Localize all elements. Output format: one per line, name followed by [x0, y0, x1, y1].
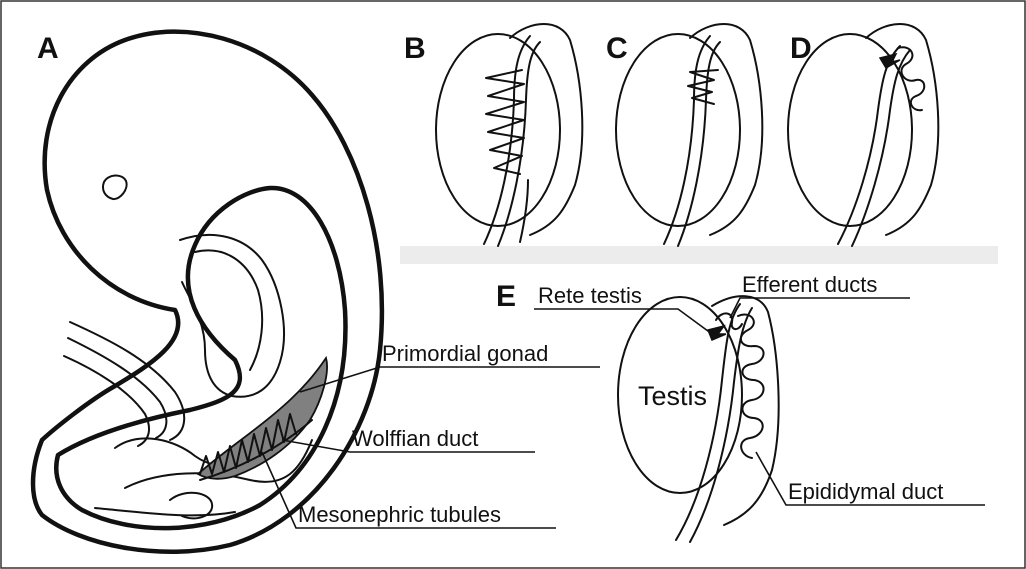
- leader-primordial-gonad: [300, 367, 600, 392]
- tubules-c: [688, 70, 718, 104]
- panel-label-b: B: [404, 32, 426, 65]
- leader-rete-testis: [534, 309, 712, 334]
- label-mesonephric-tubules: Mesonephric tubules: [298, 502, 501, 527]
- gonad-oval-b: [436, 34, 560, 226]
- embryo-panel-a: [33, 32, 382, 552]
- label-efferent-ducts: Efferent ducts: [742, 272, 877, 297]
- panel-label-c: C: [606, 32, 628, 65]
- duct-c-2: [678, 42, 720, 246]
- embryo-inner-outline: [56, 188, 345, 528]
- label-testis: Testis: [638, 381, 707, 411]
- panel-c-illustration: [616, 24, 762, 246]
- tail-outline: [95, 508, 235, 515]
- mesonephros-outline-c: [690, 24, 762, 235]
- otic-vesicle: [103, 175, 127, 199]
- gonad-oval-c: [616, 34, 740, 226]
- label-epididymal-duct: Epididymal duct: [788, 479, 943, 504]
- row-separator: [400, 246, 998, 264]
- mesonephros-outline-d: [866, 24, 938, 235]
- duct-d-2: [852, 50, 910, 246]
- tubules-b: [486, 70, 524, 174]
- panel-label-d: D: [790, 32, 812, 65]
- panel-label-a: A: [37, 32, 59, 65]
- panel-b-illustration: [436, 24, 582, 246]
- panel-e-illustration: [618, 296, 779, 542]
- panel-label-e: E: [496, 280, 516, 313]
- gut-fold-2: [68, 338, 166, 438]
- duct-d-1: [838, 46, 900, 244]
- leader-efferent-ducts: [730, 298, 910, 318]
- label-primordial-gonad: Primordial gonad: [382, 341, 548, 366]
- label-wolffian-duct: Wolffian duct: [352, 426, 478, 451]
- label-rete-testis: Rete testis: [538, 283, 642, 308]
- mesonephros-outline-b: [510, 24, 582, 242]
